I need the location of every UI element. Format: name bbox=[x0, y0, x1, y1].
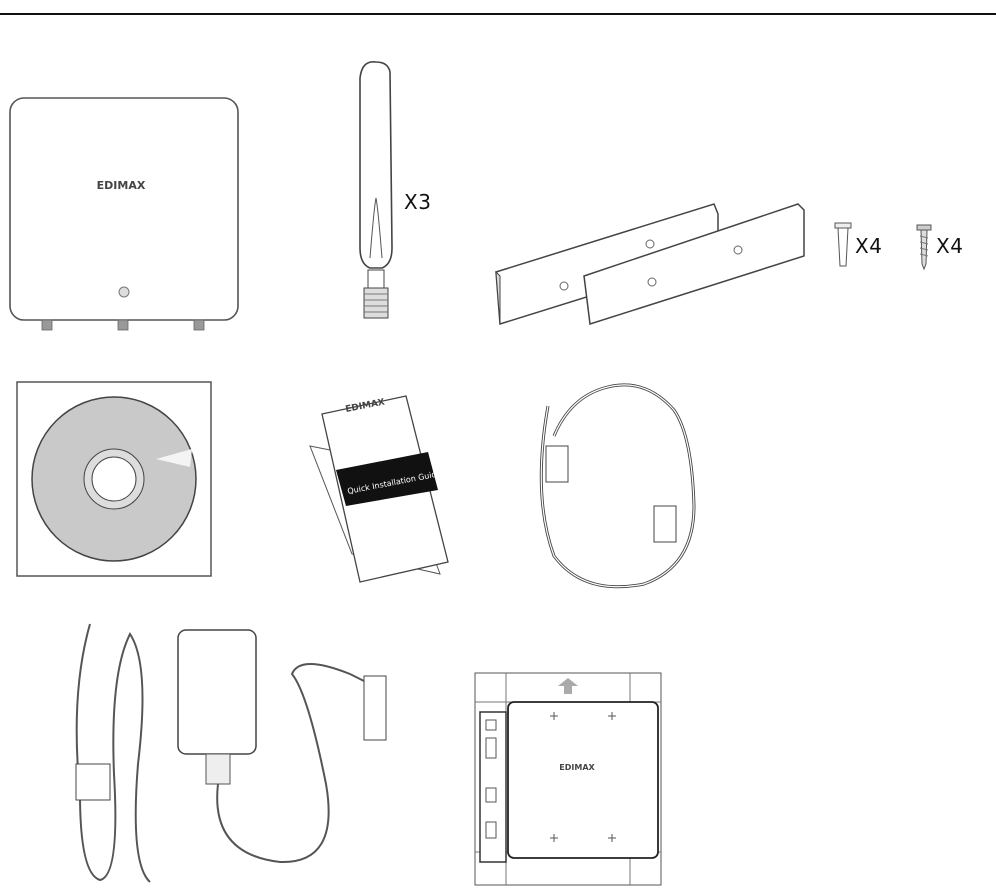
power-adapter-image bbox=[40, 614, 392, 890]
screw-image bbox=[916, 224, 932, 270]
wall-anchor-image bbox=[834, 222, 852, 270]
quick-guide-image: Quick Installation Guide EDIMAX bbox=[296, 386, 456, 586]
mount-bracket-logo: EDIMAX bbox=[559, 763, 595, 772]
antenna-image bbox=[356, 58, 396, 326]
mounting-plates-image bbox=[492, 200, 812, 328]
access-point-logo: EDIMAX bbox=[97, 179, 146, 192]
ethernet-cable-image bbox=[524, 376, 710, 598]
screw-quantity-label: X4 bbox=[936, 234, 963, 258]
access-point-image: EDIMAX bbox=[8, 96, 242, 332]
anchor-quantity-label: X4 bbox=[855, 234, 882, 258]
header-rule bbox=[0, 13, 996, 15]
antenna-quantity-label: X3 bbox=[404, 190, 431, 214]
mount-bracket-image: EDIMAX bbox=[474, 672, 662, 886]
cd-image bbox=[16, 381, 212, 577]
